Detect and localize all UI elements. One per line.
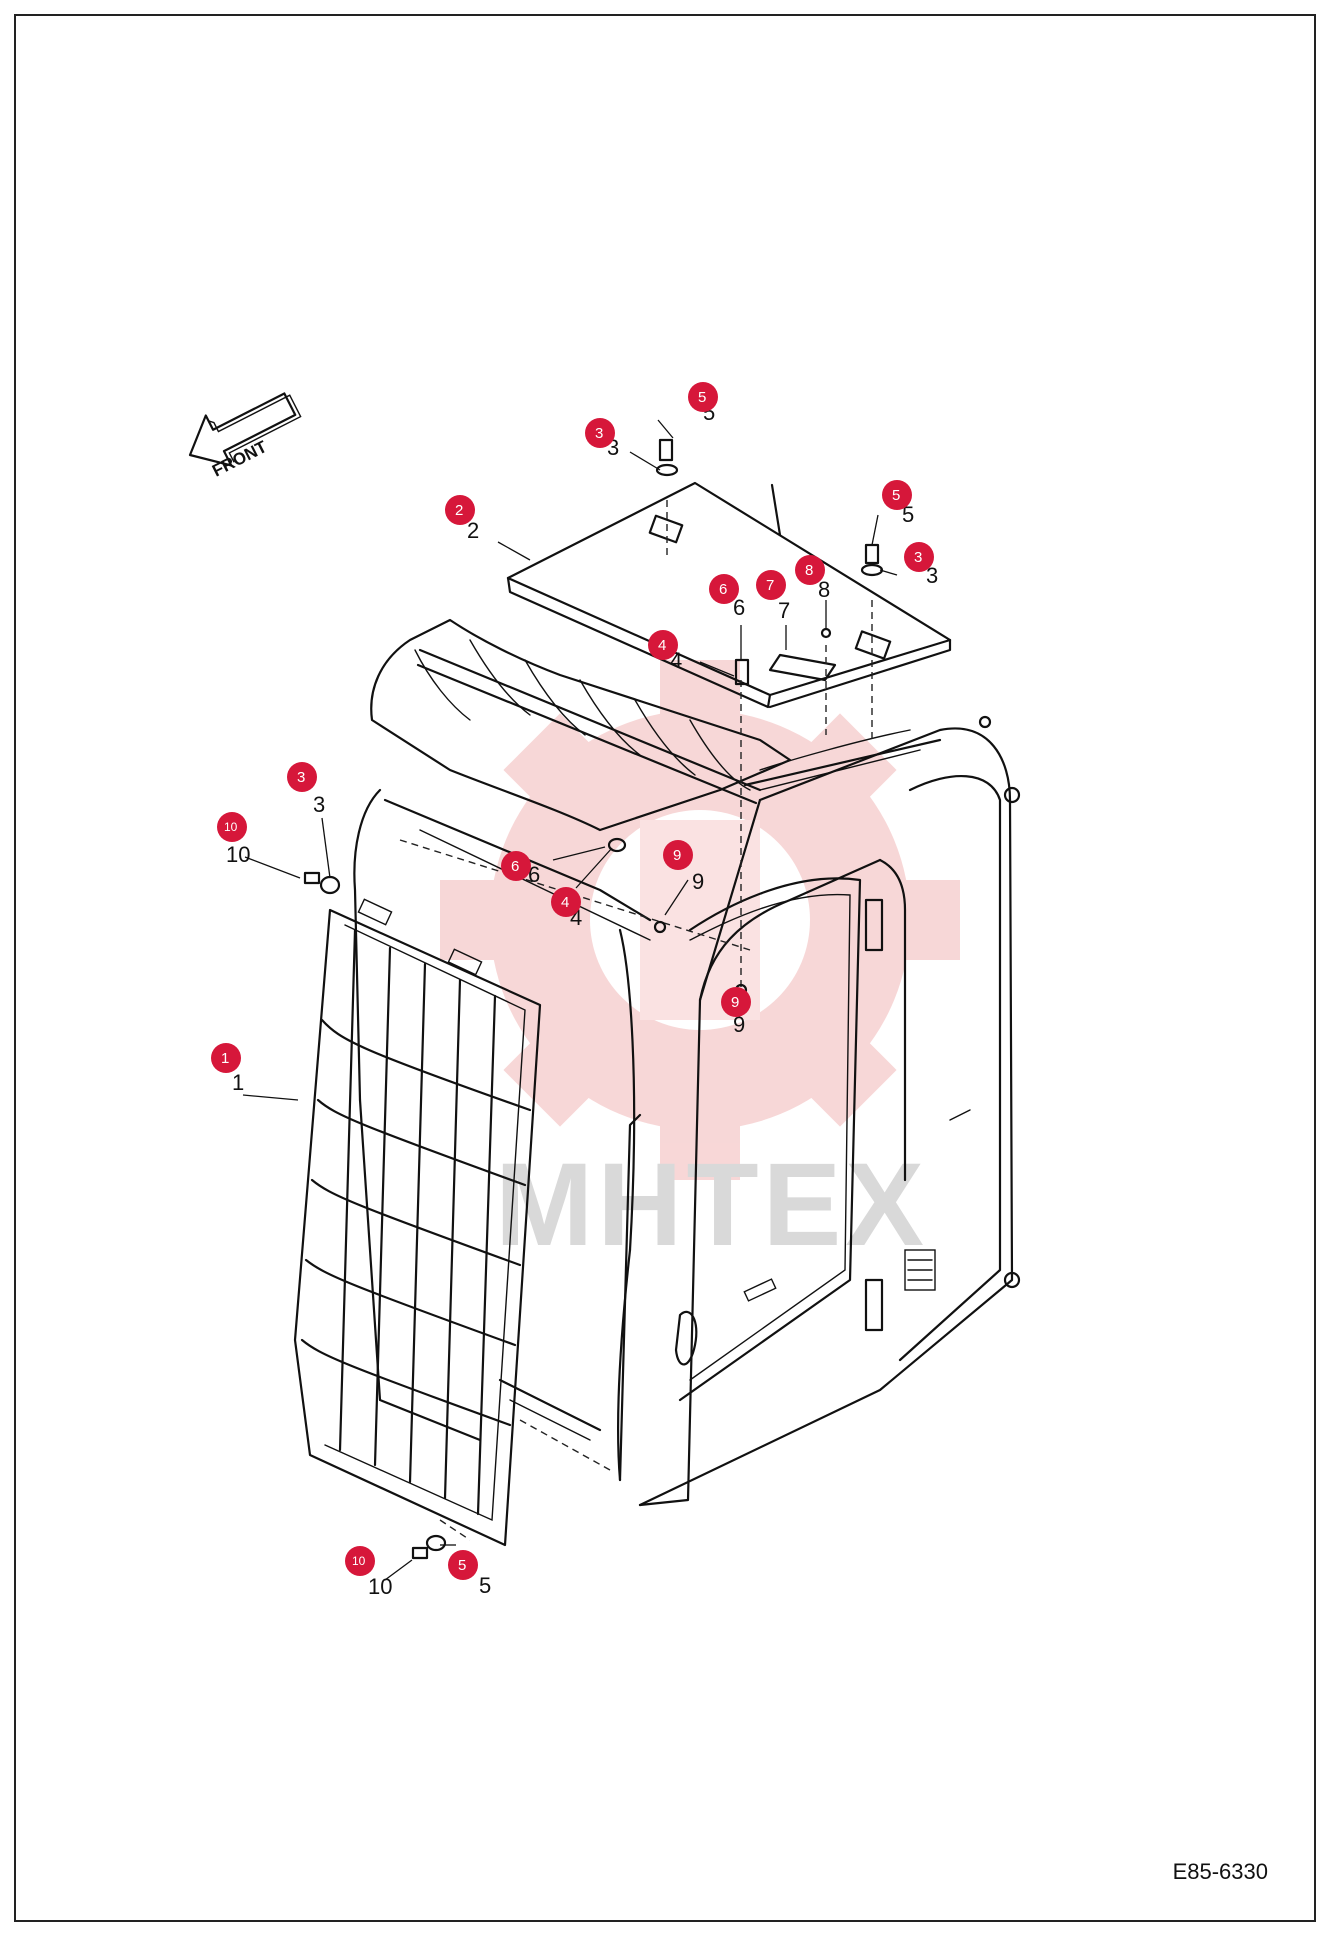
callout-label-3b: 3 — [926, 563, 938, 588]
svg-text:3: 3 — [297, 769, 305, 786]
svg-text:3: 3 — [914, 549, 922, 566]
svg-text:5: 5 — [458, 1557, 466, 1574]
svg-text:4: 4 — [561, 894, 569, 911]
callout-label-5c: 5 — [479, 1573, 491, 1598]
callout-badge-4b: 4 — [551, 887, 581, 917]
callout-label-10b: 10 — [368, 1574, 392, 1599]
drawing-frame — [14, 14, 1316, 1922]
callout-badge-3c: 3 — [287, 762, 317, 792]
svg-text:9: 9 — [673, 847, 681, 864]
callout-badge-7: 7 — [756, 570, 786, 600]
svg-text:9: 9 — [731, 994, 739, 1011]
svg-text:7: 7 — [766, 577, 774, 594]
svg-text:3: 3 — [595, 425, 603, 442]
callout-badge-9b: 9 — [721, 987, 751, 1017]
callout-label-3c: 3 — [313, 792, 325, 817]
roof-guard — [370, 618, 792, 832]
watermark-text: MHTEX — [495, 1139, 928, 1271]
cab-body — [353, 715, 1021, 1507]
callout-label-9a: 9 — [692, 869, 704, 894]
callout-badge-6b: 6 — [501, 851, 531, 881]
callout-badge-3b: 3 — [904, 542, 934, 572]
callout-badge-3a: 3 — [585, 418, 615, 448]
callout-badge-5a: 5 — [688, 382, 718, 412]
callout-badge-5b: 5 — [882, 480, 912, 510]
svg-text:2: 2 — [455, 502, 463, 519]
fasteners — [303, 438, 884, 1560]
roof-cover — [506, 481, 952, 709]
svg-text:10: 10 — [352, 1554, 366, 1568]
callout-label-6b: 6 — [528, 862, 540, 887]
callout-badge-4a: 4 — [648, 630, 678, 660]
callout-badge-9a: 9 — [663, 840, 693, 870]
svg-text:6: 6 — [511, 858, 519, 875]
svg-text:1: 1 — [221, 1050, 229, 1067]
callout-badge-2: 2 — [445, 495, 475, 525]
callout-label-8: 8 — [818, 577, 830, 602]
callout-label-5b: 5 — [902, 502, 914, 527]
callout-label-9b: 9 — [733, 1012, 745, 1037]
callout-badge-8: 8 — [795, 555, 825, 585]
callout-label-1: 1 — [232, 1070, 244, 1095]
svg-text:10: 10 — [224, 820, 238, 834]
callout-badge-10b: 10 — [345, 1546, 375, 1576]
leader-lines — [242, 419, 898, 1581]
callout-badge-10a: 10 — [217, 812, 247, 842]
svg-text:4: 4 — [658, 637, 666, 654]
callout-badge-1: 1 — [211, 1043, 241, 1073]
drawing-id: E85-6330 — [1172, 1859, 1268, 1884]
front-guard — [293, 898, 542, 1547]
callout-label-7: 7 — [778, 598, 790, 623]
callout-badge-6a: 6 — [709, 574, 739, 604]
callout-label-10a: 10 — [226, 842, 250, 867]
front-arrow-icon — [188, 392, 302, 467]
callout-badge-5c: 5 — [448, 1550, 478, 1580]
callout-label-6a: 6 — [733, 595, 745, 620]
svg-text:5: 5 — [892, 487, 900, 504]
callout-label-2: 2 — [467, 518, 479, 543]
svg-text:6: 6 — [719, 581, 727, 598]
svg-text:5: 5 — [698, 389, 706, 406]
svg-text:8: 8 — [805, 562, 813, 579]
callout-badges: 1 2 3 3 3 4 4 5 5 5 6 6 7 8 9 9 10 10 — [211, 382, 934, 1580]
